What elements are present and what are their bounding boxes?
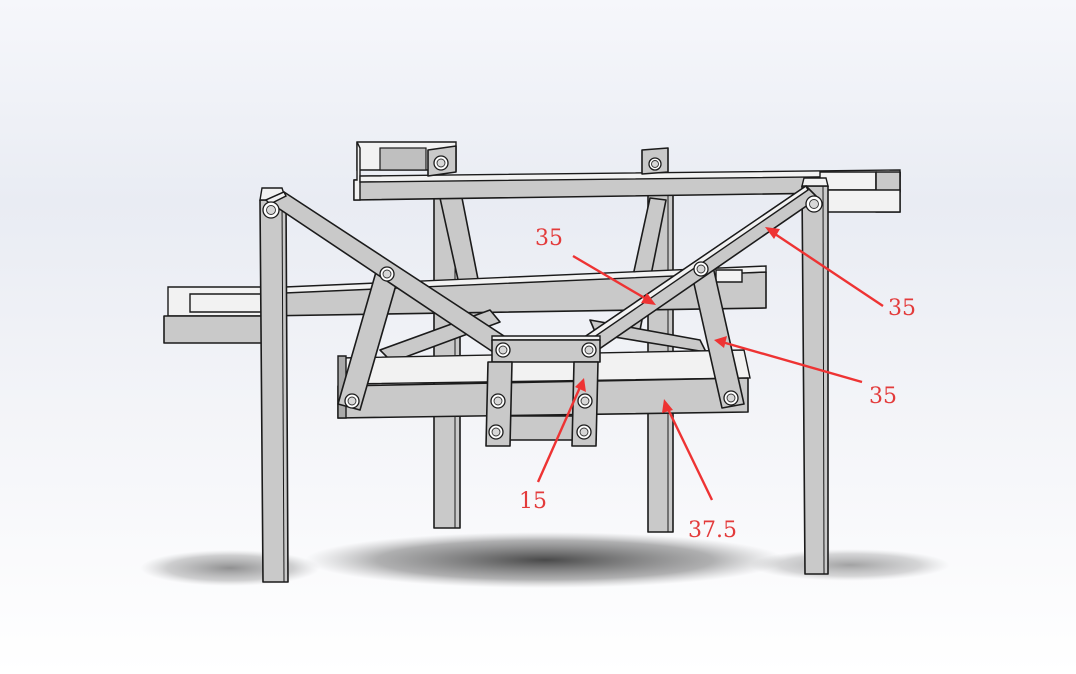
dimension-label-35-right-mid: 35 xyxy=(869,384,897,409)
center-coupler-plate xyxy=(491,335,601,363)
joint-bolts xyxy=(262,195,823,282)
lower-crossbar xyxy=(337,349,751,441)
dimension-label-15: 15 xyxy=(519,489,547,514)
short-link-left xyxy=(485,361,513,447)
short-link-right xyxy=(571,361,599,447)
annotation-arrow-35-right-mid xyxy=(714,336,863,384)
top-bracket-left xyxy=(427,145,457,177)
top-bracket-right xyxy=(641,147,669,175)
dimension-label-37-5: 37.5 xyxy=(688,518,737,543)
front-leg-right xyxy=(801,177,829,575)
front-leg-left xyxy=(259,187,289,583)
dimension-label-35-center: 35 xyxy=(535,226,563,251)
annotation-arrow-35-center xyxy=(572,254,656,305)
top-back-frame xyxy=(353,141,901,213)
dimension-label-35-right-top: 35 xyxy=(888,296,916,321)
annotation-arrow-35-right-top xyxy=(765,227,884,307)
annotation-arrow-37-5 xyxy=(662,399,714,501)
annotation-arrow-15 xyxy=(536,378,586,483)
